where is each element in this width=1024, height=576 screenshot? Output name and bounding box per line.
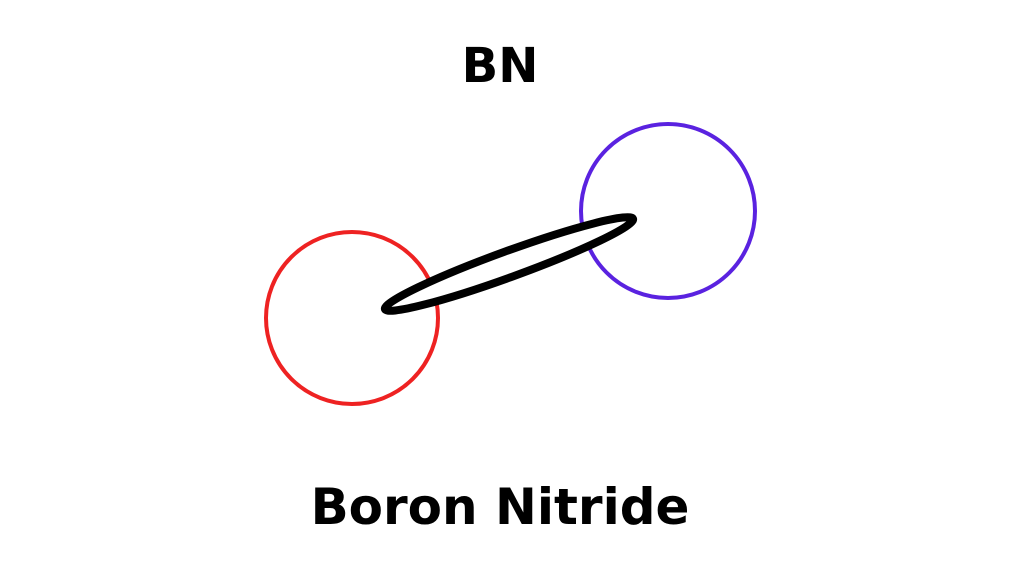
nitrogen-atom [579, 122, 757, 300]
formula-title: BN [461, 38, 539, 94]
boron-atom [264, 230, 440, 406]
compound-name: Boron Nitride [310, 478, 690, 536]
bond [380, 213, 638, 315]
